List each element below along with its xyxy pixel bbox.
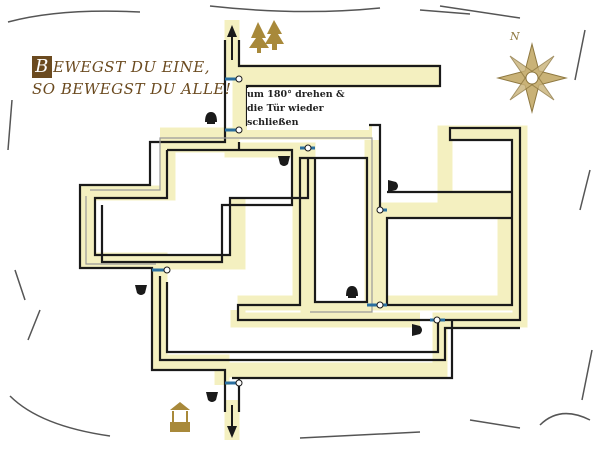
rule-hint: um 180° drehen & die Tür wieder schließe… (247, 88, 369, 130)
title-line-2: SO BEWEGST DU ALLE! (32, 80, 232, 98)
rule-hint-line-1: um 180° drehen & (247, 89, 345, 100)
svg-text:N: N (509, 30, 520, 43)
trees-icon (249, 20, 284, 53)
arrow-down-icon (227, 426, 237, 438)
junction-dot (163, 266, 171, 274)
guard-figure-icon (388, 180, 398, 192)
rule-hint-line-2: die Tür wieder schließen (247, 103, 324, 128)
entrance-arrow (227, 405, 237, 438)
guard-figure-icon (205, 112, 217, 124)
guard-figure-icon (135, 285, 147, 295)
compass-rose-icon: N (496, 30, 568, 114)
junction-dot (304, 144, 312, 152)
junction-dot (235, 75, 243, 83)
title-line-1-text: EWEGST DU EINE, (53, 58, 211, 76)
guard-figures (135, 112, 422, 402)
junction-dot (376, 206, 384, 214)
title-dropcap: B (32, 56, 52, 78)
guard-figure-icon (278, 156, 290, 166)
well-icon (170, 402, 190, 432)
junction-dot (235, 126, 243, 134)
arrow-up-icon (227, 25, 237, 37)
exit-arrow (227, 25, 237, 60)
junction-markers (163, 75, 441, 387)
guard-figure-icon (412, 324, 422, 336)
guard-figure-icon (206, 392, 218, 402)
parchment-border (7, 5, 593, 439)
guard-figure-icon (346, 286, 358, 298)
maze-corridors (78, 20, 528, 440)
junction-dot (235, 379, 243, 387)
junction-dot (433, 316, 441, 324)
junction-dot (376, 301, 384, 309)
